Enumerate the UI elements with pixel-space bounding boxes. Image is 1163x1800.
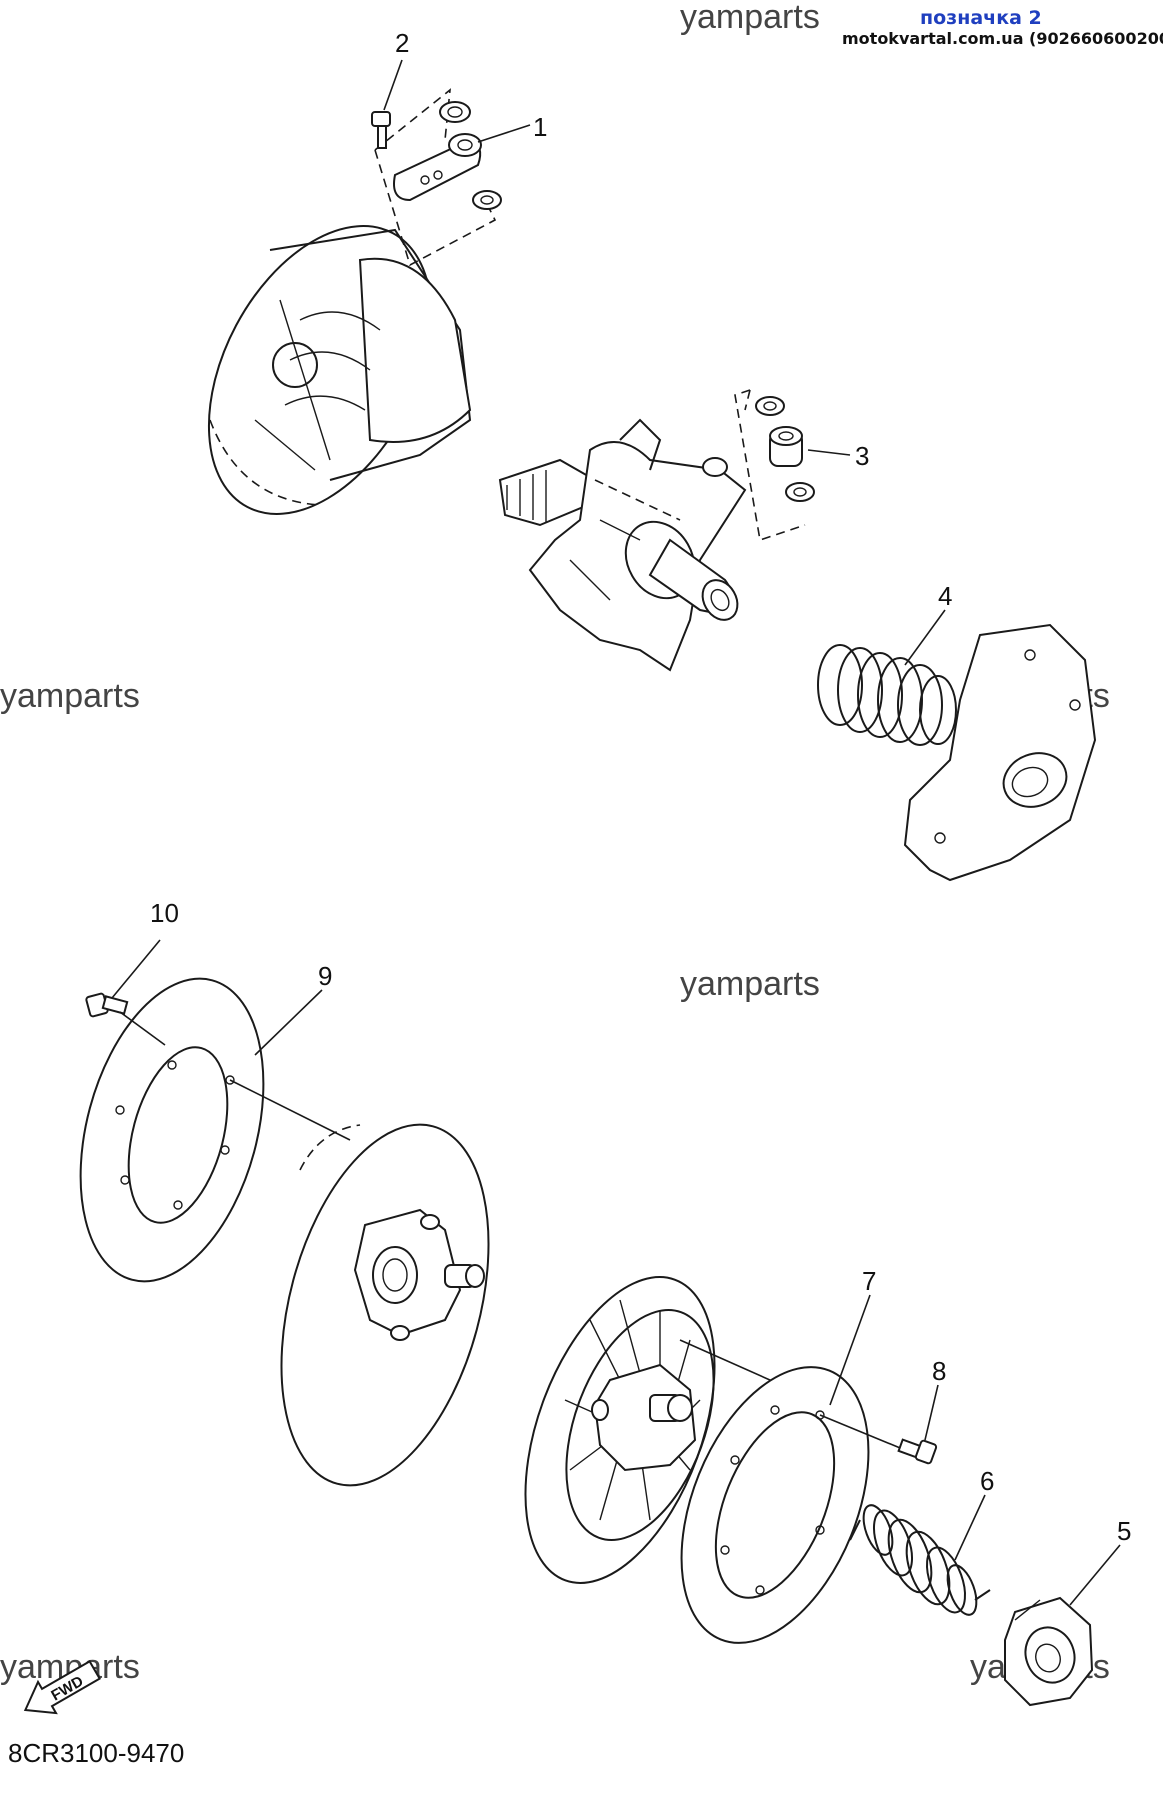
header-contact: motokvartal.com.ua (902660600200): [842, 29, 1163, 48]
callout-8: 8: [932, 1356, 946, 1386]
leader-1: [477, 124, 531, 143]
secondary-plate: [680, 1366, 906, 1644]
callout-10: 10: [150, 898, 179, 928]
cam-arm-assembly: [374, 88, 502, 267]
leader-10: [111, 939, 161, 999]
sheave-bolt: [85, 992, 129, 1018]
diagram-code: 8CR3100-9470: [8, 1738, 184, 1768]
leader-4: [904, 609, 946, 666]
primary-spring: [817, 644, 957, 746]
secondary-sheave: [524, 1276, 861, 1584]
leader-3: [807, 449, 851, 456]
leader-2: [383, 59, 403, 111]
callout-4: 4: [938, 581, 952, 611]
spider-assembly: [498, 418, 747, 672]
watermark: yamparts: [680, 965, 820, 1003]
spring-seat: [1004, 1596, 1094, 1707]
callout-2: 2: [395, 28, 409, 58]
secondary-bolt: [897, 1438, 938, 1465]
callout-3: 3: [855, 441, 869, 471]
callout-1: 1: [533, 112, 547, 142]
cam-arm-bolt: [371, 111, 391, 149]
primary-cover: [903, 623, 1097, 882]
sheave-plate: [79, 977, 351, 1283]
leader-5: [1069, 1544, 1121, 1606]
secondary-spring: [849, 1504, 991, 1616]
watermark: yamparts: [680, 0, 820, 36]
callout-9: 9: [318, 961, 332, 991]
watermark: yamparts: [0, 677, 140, 715]
leader-8: [924, 1384, 939, 1441]
primary-fixed-sheave: [207, 225, 472, 515]
leader-6: [954, 1494, 986, 1561]
callout-7: 7: [862, 1266, 876, 1296]
movable-sheave: [280, 1123, 490, 1487]
callout-6: 6: [980, 1466, 994, 1496]
leader-7: [829, 1294, 871, 1406]
callout-5: 5: [1117, 1516, 1131, 1546]
roller-set: [734, 389, 815, 542]
leader-9: [254, 989, 323, 1056]
header-label: позначка 2: [920, 7, 1042, 29]
